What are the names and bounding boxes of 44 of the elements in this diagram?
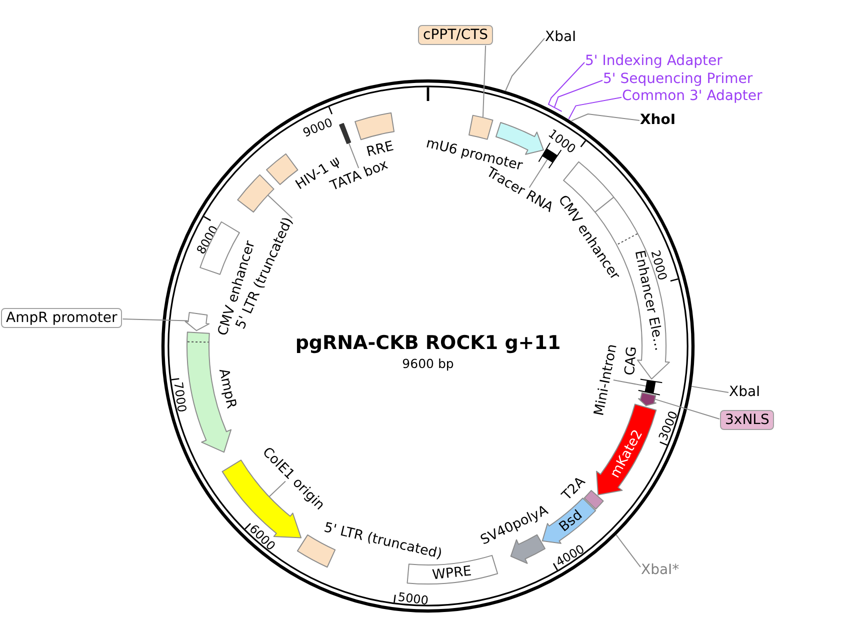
directional-feature — [184, 312, 210, 332]
directional-feature — [638, 392, 656, 406]
map-title: pgRNA-CKB ROCK1 g+11 — [295, 332, 561, 354]
feature-box — [237, 174, 274, 213]
scale-tick: 9000 — [300, 106, 335, 140]
feature-label: RRE — [364, 138, 396, 160]
feature-tag: cPPT/CTS — [418, 25, 494, 45]
leader-line — [554, 80, 603, 108]
leader-line — [267, 194, 293, 219]
primer-label: Common 3' Adapter — [622, 88, 762, 105]
feature-label: AmpR — [215, 367, 240, 410]
feature-label: WPRE — [431, 563, 472, 584]
scale-tick: 7000 — [171, 378, 189, 414]
leader-line — [504, 38, 545, 92]
site-label: XbaI — [545, 29, 576, 46]
feature-bar — [638, 378, 663, 396]
leader-line — [616, 534, 641, 568]
leader-line — [690, 386, 729, 393]
scale-tick: 4000 — [552, 542, 587, 570]
feature-label: T2A — [558, 474, 589, 504]
primer-label: 5' Sequencing Primer — [603, 71, 753, 88]
leader-line — [528, 158, 548, 188]
leader-line — [568, 96, 622, 120]
leader-line — [570, 114, 640, 122]
feature-label: CAG — [622, 346, 640, 376]
primer-label: 5' Indexing Adapter — [585, 53, 722, 70]
site-label: XbaI — [729, 384, 760, 401]
leader-line — [654, 398, 720, 420]
scale-tick: 3000 — [656, 408, 681, 446]
site-label: XbaI* — [641, 562, 680, 579]
feature-tag: 3xNLS — [720, 410, 774, 430]
leader-line — [482, 45, 486, 118]
feature-box — [468, 114, 494, 140]
leader-line — [548, 62, 585, 112]
leader-line — [348, 142, 360, 169]
feature-label: Bsd — [556, 507, 586, 536]
leader-line — [268, 480, 286, 498]
scale-tick: 5000 — [394, 590, 430, 608]
leader-line — [122, 318, 188, 322]
feature-bar — [339, 123, 352, 144]
site-label: XhoI — [640, 112, 676, 129]
leader-line — [612, 380, 647, 387]
feature-tag: AmpR promoter — [1, 308, 122, 328]
sequence-length: 9600 bp — [402, 356, 454, 371]
